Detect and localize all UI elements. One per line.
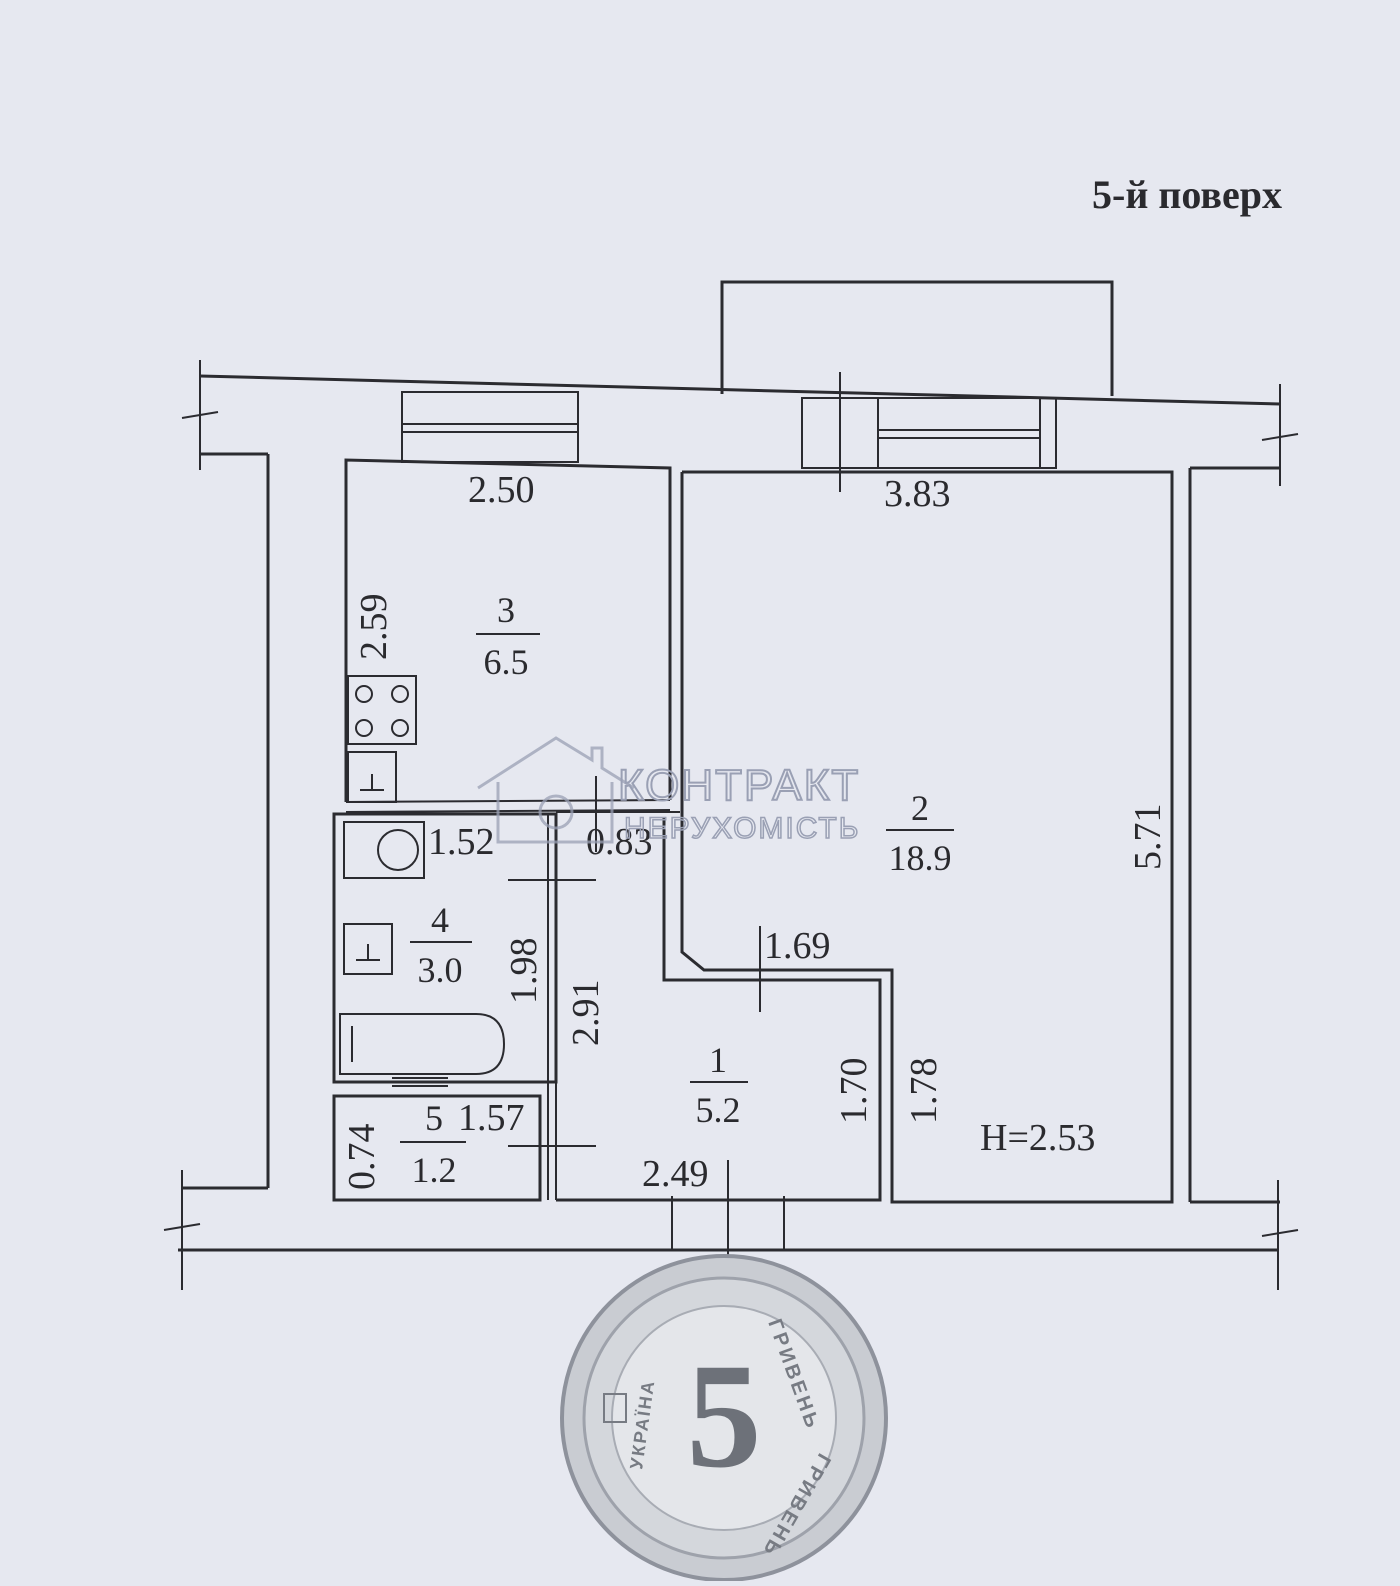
room-area: 5.2	[696, 1090, 741, 1130]
room-3-kitchen	[344, 458, 672, 813]
room-area: 1.2	[412, 1150, 457, 1190]
room-number: 4	[431, 900, 449, 940]
room-number: 5	[425, 1098, 443, 1138]
dim-storage-length: 0.74	[341, 1124, 383, 1191]
washbasin-icon	[343, 923, 393, 975]
watermark: КОНТРАКТ НЕРУХОМІСТЬ	[477, 736, 860, 846]
dim-hall-notch-height: 1.70	[833, 1058, 875, 1125]
room-5-storage	[332, 1094, 542, 1202]
dim-storage-width: 1.57	[458, 1097, 525, 1139]
room-label-1: 1 5.2	[690, 1040, 748, 1130]
dim-hall-notch-width: 1.69	[764, 925, 831, 967]
room-label-3: 3 6.5	[476, 590, 540, 682]
trident-icon	[603, 1393, 627, 1423]
watermark-brand: КОНТРАКТ	[618, 761, 860, 810]
dim-room-lower-height: 1.78	[903, 1058, 945, 1125]
dim-hall-width: 2.49	[642, 1153, 709, 1195]
dim-bath-length: 1.98	[503, 938, 545, 1005]
dim-kitchen-length: 2.59	[353, 594, 395, 661]
dim-kitchen-width: 2.50	[468, 469, 535, 511]
ceiling-height: H=2.53	[980, 1117, 1095, 1159]
room-label-2: 2 18.9	[886, 788, 954, 878]
bathtub-icon	[339, 1013, 506, 1075]
room-number: 1	[709, 1040, 727, 1080]
dim-bath-width: 1.52	[428, 821, 495, 863]
toilet-icon	[343, 821, 425, 879]
house-logo-icon	[477, 736, 635, 844]
room-number: 2	[911, 788, 929, 828]
dim-room-length: 5.71	[1127, 804, 1169, 871]
dim-room-width: 3.83	[884, 473, 951, 515]
room-area: 18.9	[889, 838, 952, 878]
room-area: 3.0	[418, 950, 463, 990]
room-label-5: 5 1.2	[400, 1098, 466, 1190]
balcony	[720, 280, 1114, 396]
floor-label: 5-й поверх	[1092, 172, 1282, 217]
room-area: 6.5	[484, 642, 529, 682]
sink-icon	[347, 751, 397, 803]
stove-icon	[347, 675, 417, 745]
coin-5-hryvnia: 5 ГРИВЕНЬ ГРИВЕНЬ УКРАЇНА	[560, 1254, 888, 1582]
room-2-living	[680, 470, 1174, 1204]
room-1-hallway	[508, 776, 882, 1202]
watermark-subtitle: НЕРУХОМІСТЬ	[624, 812, 860, 845]
dim-hall-length: 2.91	[565, 980, 607, 1047]
room-number: 3	[497, 590, 515, 630]
coin-denomination: 5	[687, 1333, 762, 1499]
outer-walls	[163, 360, 1299, 1290]
room-label-4: 4 3.0	[410, 900, 472, 990]
